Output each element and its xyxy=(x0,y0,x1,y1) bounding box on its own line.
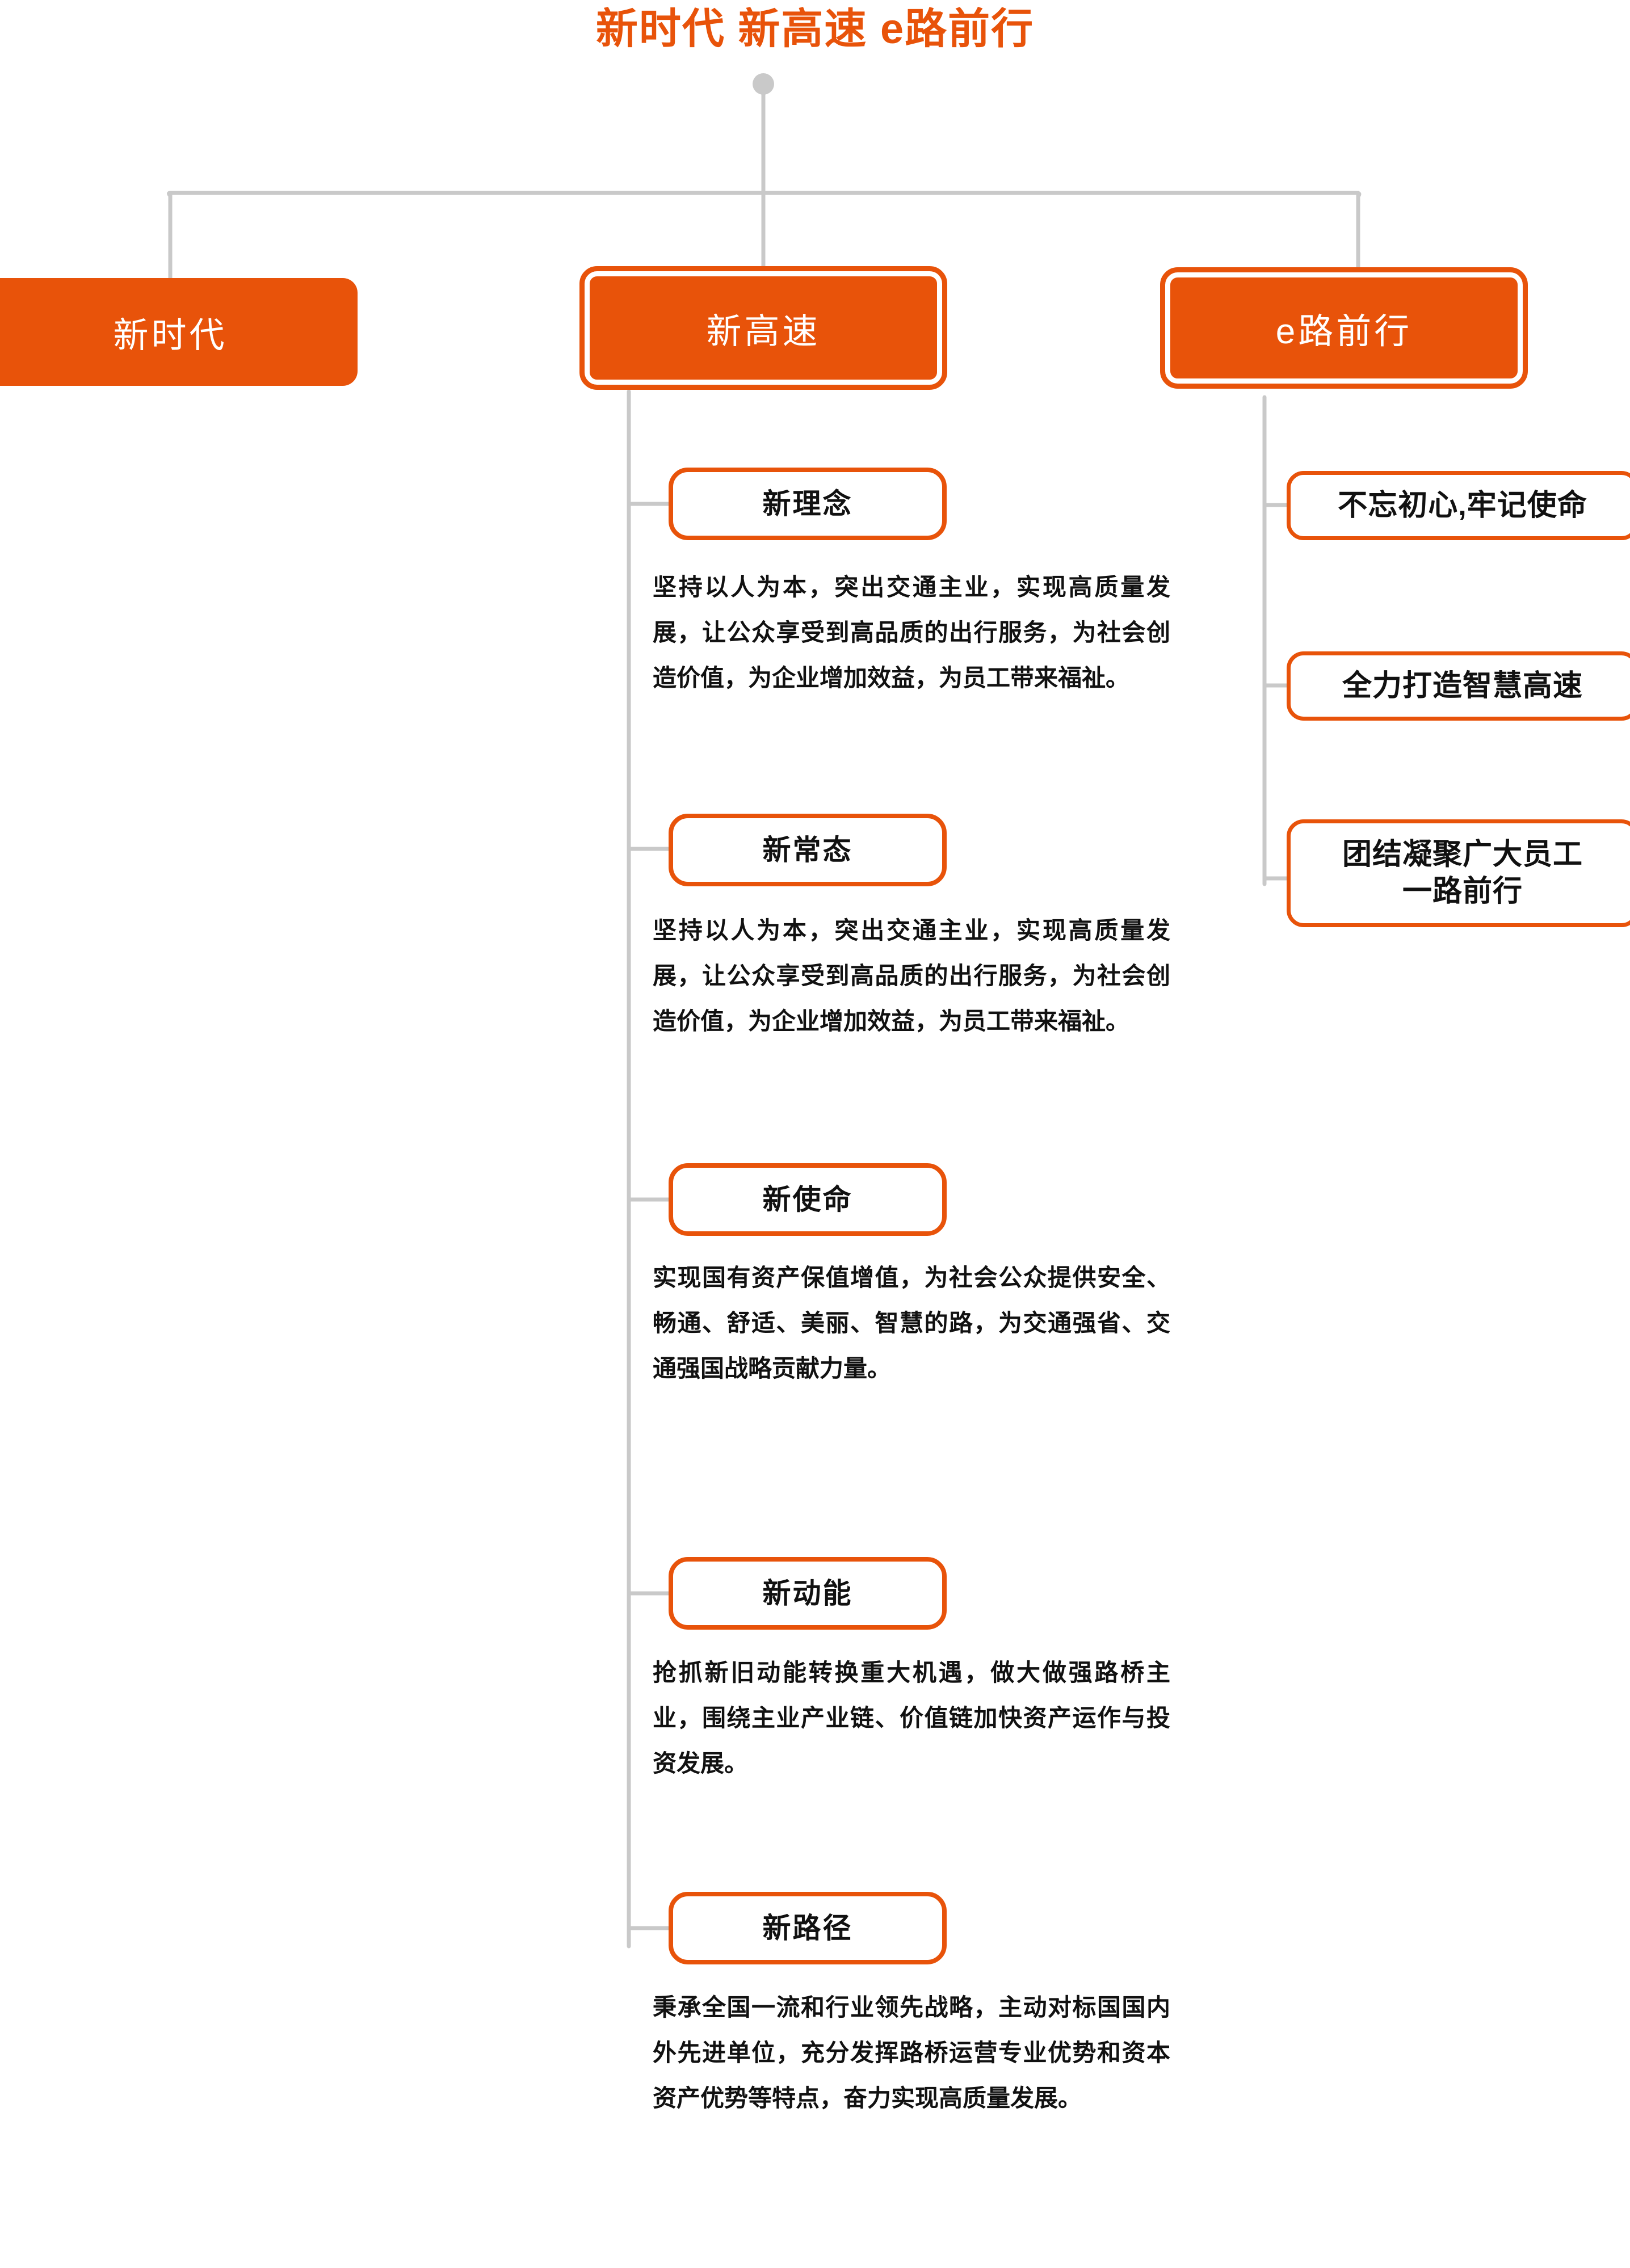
node-xinlinian-label: 新理念 xyxy=(762,487,853,520)
branch-node-xingaosu-label: 新高速 xyxy=(706,312,821,351)
node-xinchangtai-body: 坚持以人为本，突出交通主业，实现高质量发展，让公众享受到高品质的出行服务，为社会… xyxy=(653,917,1170,1034)
page-title: 新时代 新高速 e路前行 xyxy=(595,5,1035,52)
branch-node-xingaosu[interactable]: 新高速 xyxy=(579,266,947,390)
node-xinchangtai-label: 新常态 xyxy=(762,834,853,866)
node-xindongneng[interactable]: 新动能 xyxy=(669,1557,947,1630)
node-xinshiming[interactable]: 新使命 xyxy=(669,1163,947,1236)
node-xinshiming-label: 新使命 xyxy=(762,1183,853,1215)
node-xindongneng-body: 抢抓新旧动能转换重大机遇，做大做强路桥主业，围绕主业产业链、价值链加快资产运作与… xyxy=(653,1659,1170,1777)
node-buwangchuxin[interactable]: 不忘初心,牢记使命 xyxy=(1287,471,1630,540)
node-xinshiming-body: 实现国有资产保值增值，为社会公众提供安全、畅通、舒适、美丽、智慧的路，为交通强省… xyxy=(653,1264,1170,1382)
node-zhihuigaosu[interactable]: 全力打造智慧高速 xyxy=(1287,651,1630,721)
node-xindongneng-label: 新动能 xyxy=(762,1577,853,1609)
branch-node-eluqianxing-label: e路前行 xyxy=(1275,312,1413,351)
node-xinlujing-label: 新路径 xyxy=(762,1912,853,1944)
branch-node-xinshidai-label: 新时代 xyxy=(113,316,228,355)
branch-node-eluqianxing[interactable]: e路前行 xyxy=(1160,267,1528,389)
node-tuanjie[interactable]: 团结凝聚广大员工 一路前行 xyxy=(1287,819,1630,927)
node-xinlujing-body: 秉承全国一流和行业领先战略，主动对标国国内外先进单位，充分发挥路桥运营专业优势和… xyxy=(653,1994,1170,2111)
root-node-dot xyxy=(753,73,774,95)
branch-node-xinshidai[interactable]: 新时代 xyxy=(0,278,358,386)
node-xinlujing[interactable]: 新路径 xyxy=(669,1892,947,1964)
node-buwangchuxin-label: 不忘初心,牢记使命 xyxy=(1338,489,1587,522)
node-tuanjie-label: 团结凝聚广大员工 一路前行 xyxy=(1342,838,1583,908)
node-xinlinian[interactable]: 新理念 xyxy=(669,468,947,540)
node-xinchangtai[interactable]: 新常态 xyxy=(669,814,947,886)
node-xinlinian-body: 坚持以人为本，突出交通主业，实现高质量发展，让公众享受到高品质的出行服务，为社会… xyxy=(653,574,1170,691)
node-zhihuigaosu-label: 全力打造智慧高速 xyxy=(1342,669,1583,702)
